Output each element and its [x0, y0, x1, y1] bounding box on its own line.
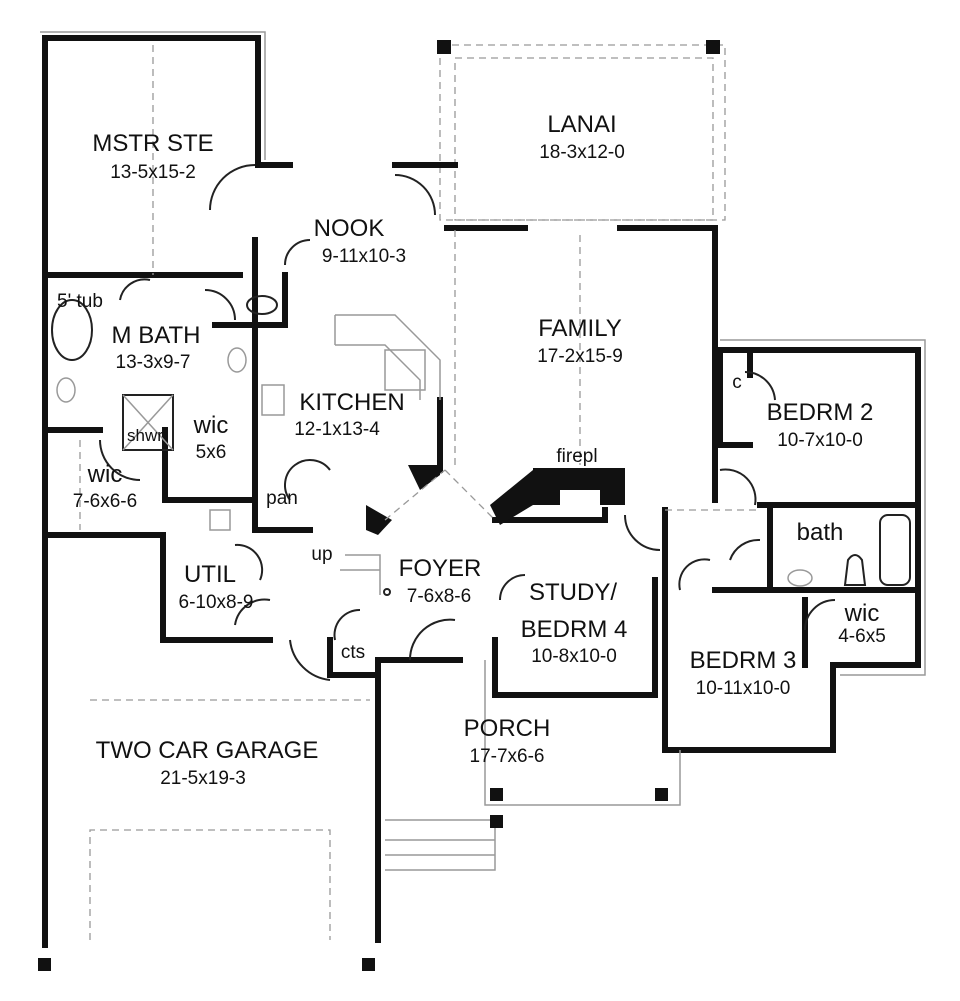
room-name-wic-5x6: wic — [193, 412, 229, 439]
tub-icon — [51, 299, 93, 361]
post-icon — [362, 958, 375, 971]
room-dims-master-suite: 13-5x15-2 — [110, 162, 196, 183]
laundry-sink-icon — [209, 509, 231, 531]
room-name-bedroom-3: BEDRM 3 — [690, 647, 797, 674]
room-dims-foyer: 7-6x8-6 — [407, 586, 471, 607]
room-name-study-line1: STUDY/ — [529, 579, 617, 606]
toilet-icon — [843, 554, 867, 586]
post-icon — [490, 815, 503, 828]
lanai-outline — [437, 40, 726, 221]
room-dims-bedroom-2: 10-7x10-0 — [777, 430, 863, 451]
room-name-foyer: FOYER — [399, 555, 482, 582]
room-name-wic-bedroom-3: wic — [844, 600, 880, 627]
room-name-kitchen: KITCHEN — [299, 389, 404, 416]
doors — [99, 164, 836, 681]
label-cabinets: cts — [341, 642, 365, 663]
room-name-family: FAMILY — [538, 315, 622, 342]
sink-icon — [787, 569, 813, 587]
cooktop-icon — [261, 384, 285, 416]
kitchen-sink-icon — [384, 349, 426, 391]
room-dims-bedroom-3: 10-11x10-0 — [696, 678, 791, 699]
walls — [42, 35, 921, 948]
room-name-porch: PORCH — [464, 715, 551, 742]
label-stairs-up: up — [311, 544, 332, 565]
bathtub-icon — [879, 514, 911, 586]
room-name-master-bath: M BATH — [112, 322, 201, 349]
post-icon — [706, 40, 720, 54]
room-dims-family: 17-2x15-9 — [537, 346, 623, 367]
room-dims-wic-5x6: 5x6 — [196, 442, 227, 463]
room-dims-util: 6-10x8-9 — [179, 592, 254, 613]
wall-corner — [366, 505, 392, 535]
room-name-garage: TWO CAR GARAGE — [96, 737, 319, 764]
room-dims-porch: 17-7x6-6 — [470, 746, 545, 767]
post-icon — [490, 788, 503, 801]
room-name-lanai: LANAI — [547, 111, 616, 138]
room-dims-garage: 21-5x19-3 — [160, 768, 246, 789]
room-labels: MSTR STE 13-5x15-2 LANAI 18-3x12-0 NOOK … — [57, 111, 886, 789]
room-name-bedroom-2: BEDRM 2 — [767, 399, 874, 426]
sink-icon — [227, 347, 247, 373]
label-shower: shwr — [127, 426, 163, 445]
room-dims-wic-bedroom-3: 4-6x5 — [838, 626, 886, 647]
shower-icon — [122, 394, 174, 451]
fireplace — [490, 468, 625, 525]
room-name-nook: NOOK — [314, 215, 385, 242]
room-dims-nook: 9-11x10-3 — [322, 246, 406, 267]
label-fireplace: firepl — [556, 446, 597, 467]
label-pantry: pan — [266, 488, 298, 509]
post-icon — [655, 788, 668, 801]
room-dims-lanai: 18-3x12-0 — [539, 142, 625, 163]
room-name-master-suite: MSTR STE — [92, 130, 213, 157]
label-bath: bath — [797, 519, 844, 546]
sink-icon — [56, 377, 76, 403]
room-dims-wic-master: 7-6x6-6 — [73, 491, 137, 512]
outer-outline — [40, 31, 926, 676]
room-name-wic-master: wic — [87, 461, 123, 488]
fixtures — [51, 295, 911, 596]
room-name-util: UTIL — [184, 561, 236, 588]
room-dims-master-bath: 13-3x9-7 — [116, 352, 191, 373]
label-tub: 5' tub — [57, 291, 103, 312]
room-name-study-line2: BEDRM 4 — [521, 616, 628, 643]
room-dims-study: 10-8x10-0 — [531, 646, 617, 667]
toilet-icon — [246, 295, 278, 315]
wall-corner — [408, 465, 440, 490]
porch-outline — [38, 660, 681, 971]
post-icon — [38, 958, 51, 971]
post-icon — [437, 40, 451, 54]
label-closet: c — [732, 372, 742, 393]
dashed-lines — [79, 45, 760, 940]
room-dims-kitchen: 12-1x13-4 — [294, 419, 380, 440]
